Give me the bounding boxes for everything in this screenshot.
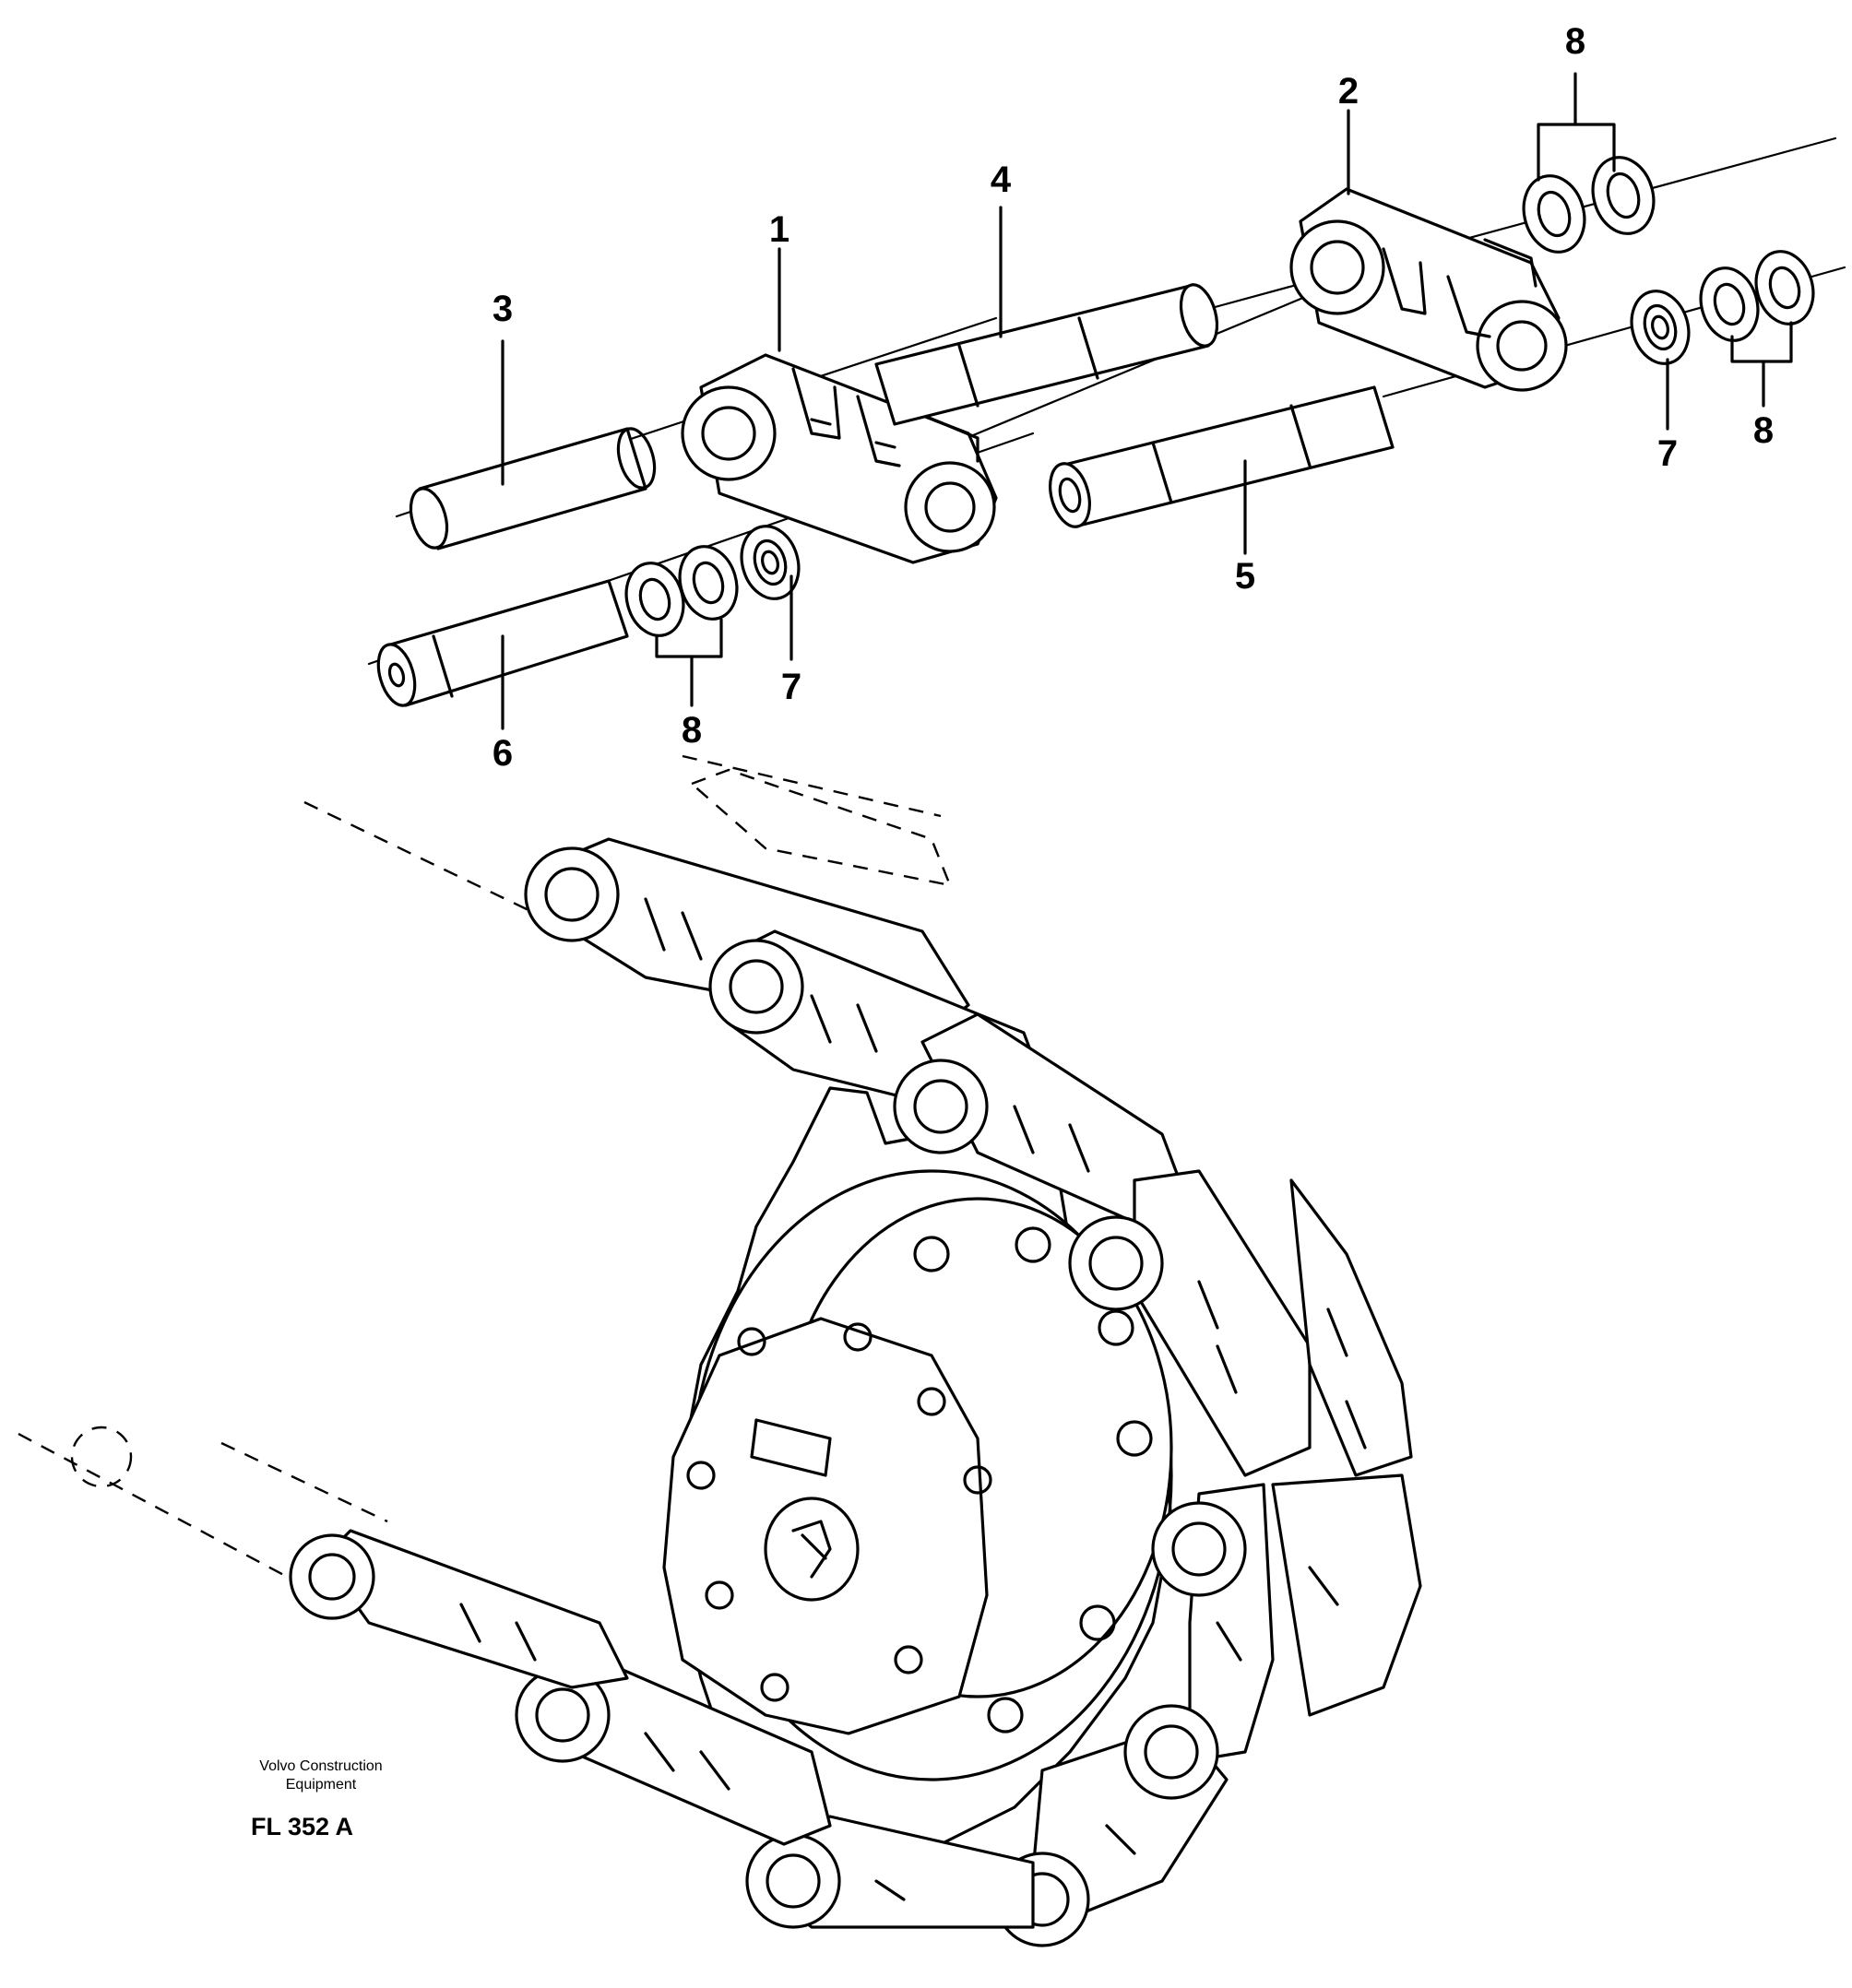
brand-line-1: Volvo Construction: [259, 1758, 382, 1774]
pin-3-part: [409, 427, 657, 550]
track-link-2-part: [1289, 187, 1568, 392]
callout-5: 5: [1235, 556, 1255, 597]
pin-6-part: [376, 579, 629, 707]
figure-caption: Volvo Construction Equipment FL 352 A: [251, 1758, 383, 1840]
callout-3: 3: [493, 289, 513, 329]
exploded-parts: [367, 136, 1846, 707]
callout-4: 4: [991, 160, 1012, 200]
callout-7-right: 7: [1657, 433, 1678, 474]
track-link-1-part: [681, 353, 998, 564]
final-drive-hub: [662, 1197, 1173, 1735]
bushing-4-part: [874, 283, 1219, 426]
track-chain: [289, 837, 1422, 1947]
bushing-5-part: [1049, 385, 1395, 528]
brand-line-2: Equipment: [286, 1777, 357, 1793]
figure-id: FL 352 A: [251, 1813, 353, 1840]
callout-2: 2: [1338, 71, 1359, 112]
callout-8-top: 8: [1565, 21, 1585, 62]
leader-lines: [501, 72, 1793, 730]
spacers-left: [624, 525, 801, 637]
callout-labels: 1 2 3 4 5 6 7 7 8 8 8: [493, 21, 1774, 774]
callout-1: 1: [769, 209, 789, 250]
callout-8-left: 8: [682, 710, 702, 751]
callout-8-right: 8: [1753, 410, 1774, 451]
spacers-right: [1630, 250, 1815, 365]
callout-6: 6: [493, 733, 513, 774]
callout-7-left: 7: [781, 667, 801, 707]
track-assembly: [18, 754, 1422, 1947]
